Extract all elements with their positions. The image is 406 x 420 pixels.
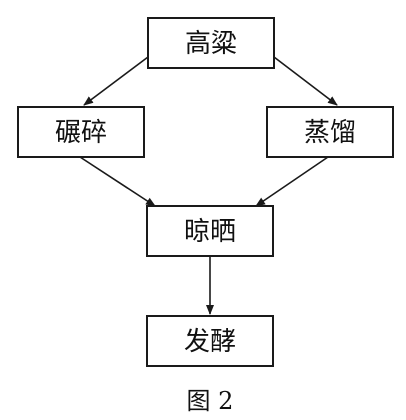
- node-sorghum: 高粱: [147, 17, 275, 69]
- node-crush: 碾碎: [17, 106, 145, 158]
- node-dry-label: 晾晒: [184, 217, 236, 247]
- node-sorghum-label: 高粱: [185, 29, 237, 59]
- node-crush-label: 碾碎: [55, 118, 107, 148]
- node-ferment: 发酵: [146, 315, 274, 367]
- arrow-steam-to-dry: [255, 156, 329, 207]
- node-ferment-label: 发酵: [184, 327, 236, 357]
- node-steam-label: 蒸馏: [304, 118, 356, 148]
- node-steam: 蒸馏: [266, 106, 394, 158]
- arrow-sorghum-to-steam: [273, 56, 338, 106]
- arrow-sorghum-to-crush: [83, 56, 149, 106]
- arrow-crush-to-dry: [79, 156, 156, 207]
- node-dry: 晾晒: [146, 205, 274, 257]
- figure-caption: 图 2: [187, 387, 234, 415]
